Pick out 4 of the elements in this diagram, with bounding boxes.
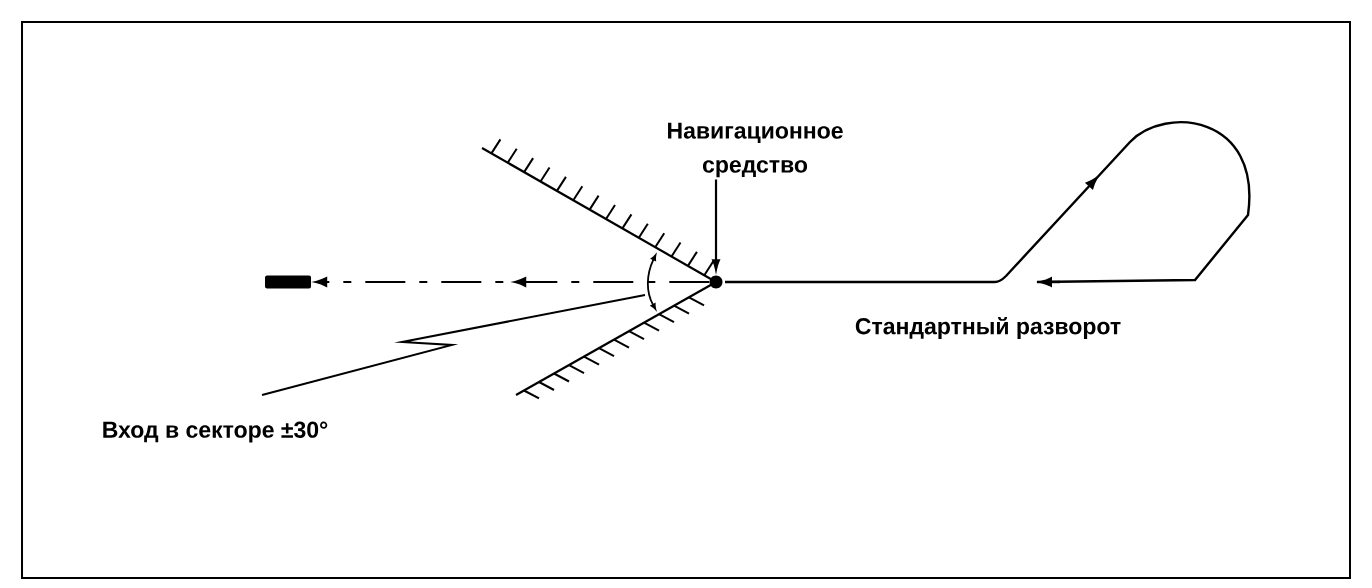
caption-text: Стандартный разворот bbox=[855, 317, 1121, 339]
runway-bar bbox=[265, 275, 311, 289]
node-label: Навигационное средство bbox=[668, 122, 843, 178]
caption-text: Вход в секторе ±30° bbox=[103, 421, 328, 443]
